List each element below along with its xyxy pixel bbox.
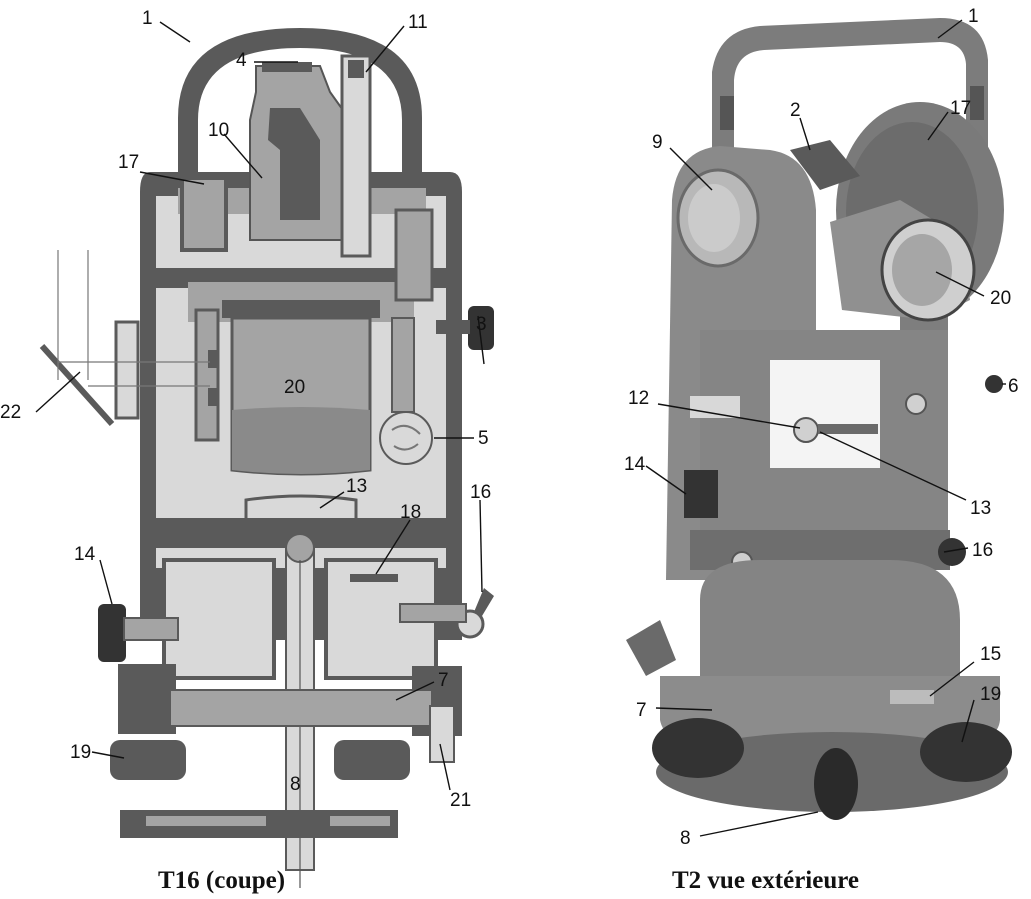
knob-21 [429, 705, 455, 763]
optics-prism-b [208, 388, 218, 406]
label-right-15: 15 [980, 644, 1001, 665]
caption-right: T2 vue extérieure [672, 867, 859, 894]
bearing-right [394, 208, 434, 302]
right-labels: 1 2 17 9 20 6 12 14 13 16 15 7 19 8 [624, 6, 1019, 849]
illumination-window [114, 320, 140, 420]
label-left-20: 20 [284, 377, 305, 398]
t2-footscrew-19-left [652, 718, 744, 778]
optics-prism-a [208, 350, 218, 368]
t2-bar-13 [818, 424, 878, 434]
label-right-19: 19 [980, 684, 1001, 705]
t16-section-drawing [39, 28, 494, 888]
label-right-17: 17 [950, 98, 971, 119]
label-left-21: 21 [450, 790, 471, 811]
t2-knob-12 [793, 417, 819, 443]
telescope-top [222, 300, 380, 318]
footscrew-19-left [110, 740, 186, 780]
label-right-6: 6 [1008, 376, 1019, 397]
label-left-7: 7 [438, 670, 449, 691]
t2-sight-2 [790, 140, 860, 190]
footscrew-19-right [334, 740, 410, 780]
axis-ball [285, 533, 315, 563]
right-leader-lines [645, 19, 1006, 837]
label-left-3: 3 [476, 314, 487, 335]
microscope-top [348, 60, 364, 78]
label-right-9: 9 [652, 132, 663, 153]
t2-level-15 [890, 690, 934, 704]
mirror-22 [39, 343, 115, 427]
plate-18 [350, 574, 398, 582]
tribrach-body [169, 689, 433, 727]
clamp-16-arm [399, 603, 467, 623]
label-right-14: 14 [624, 454, 646, 475]
caption-left: T16 (coupe) [158, 867, 285, 894]
microscope-tube [340, 54, 372, 258]
level-13 [244, 494, 358, 522]
label-left-22: 22 [0, 402, 21, 423]
label-right-7: 7 [636, 700, 647, 721]
handle-slot-right [970, 86, 984, 120]
t2-center-opening [770, 360, 880, 468]
label-right-2: 2 [790, 100, 801, 121]
t2-exterior-drawing [626, 18, 1012, 820]
label-right-16: 16 [972, 540, 993, 561]
t2-plate-label [690, 396, 740, 418]
t2-footscrew-19-right [920, 722, 1012, 782]
label-right-1: 1 [968, 6, 979, 27]
lower-left-block [162, 558, 276, 680]
label-right-12: 12 [628, 388, 649, 409]
t2-knob-6 [985, 375, 1003, 393]
screw-3 [468, 306, 494, 350]
bearing-17 [180, 176, 228, 252]
label-right-13: 13 [970, 498, 991, 519]
clamp-16-lever [474, 588, 494, 616]
t2-handle [712, 18, 988, 160]
label-left-13: 13 [346, 476, 367, 497]
drum-5 [379, 411, 433, 465]
label-left-10: 10 [208, 120, 229, 141]
objective-lens [232, 407, 370, 474]
t2-mirror [626, 620, 676, 676]
label-left-4: 4 [236, 50, 247, 71]
label-left-16: 16 [470, 482, 491, 503]
label-left-5: 5 [478, 428, 489, 449]
t2-knob-14 [684, 470, 718, 518]
label-left-18: 18 [400, 502, 421, 523]
label-right-20: 20 [990, 288, 1011, 309]
label-left-19: 19 [70, 742, 91, 763]
optics-column [194, 308, 220, 442]
t2-footscrew-8 [814, 748, 858, 820]
label-left-11: 11 [408, 12, 428, 33]
screw-3-shaft [436, 320, 470, 334]
left-labels: 1 4 11 10 17 3 22 20 5 13 18 16 14 7 19 … [0, 8, 491, 811]
eyepiece-prism [268, 108, 320, 220]
label-left-8: 8 [290, 774, 301, 795]
eyepiece-cap [262, 62, 312, 72]
label-right-8: 8 [680, 828, 691, 849]
handle-slot-left [720, 96, 734, 130]
knob-14 [98, 604, 126, 662]
t2-lower-housing [700, 560, 960, 680]
left-leader-lines [35, 21, 485, 791]
label-left-17: 17 [118, 152, 139, 173]
tribrach-left [118, 664, 176, 734]
knob-14-shaft [123, 617, 179, 641]
label-left-14: 14 [74, 544, 96, 565]
t2-knob-16 [938, 538, 966, 566]
vertical-drive [391, 317, 415, 413]
label-left-1: 1 [142, 8, 153, 29]
